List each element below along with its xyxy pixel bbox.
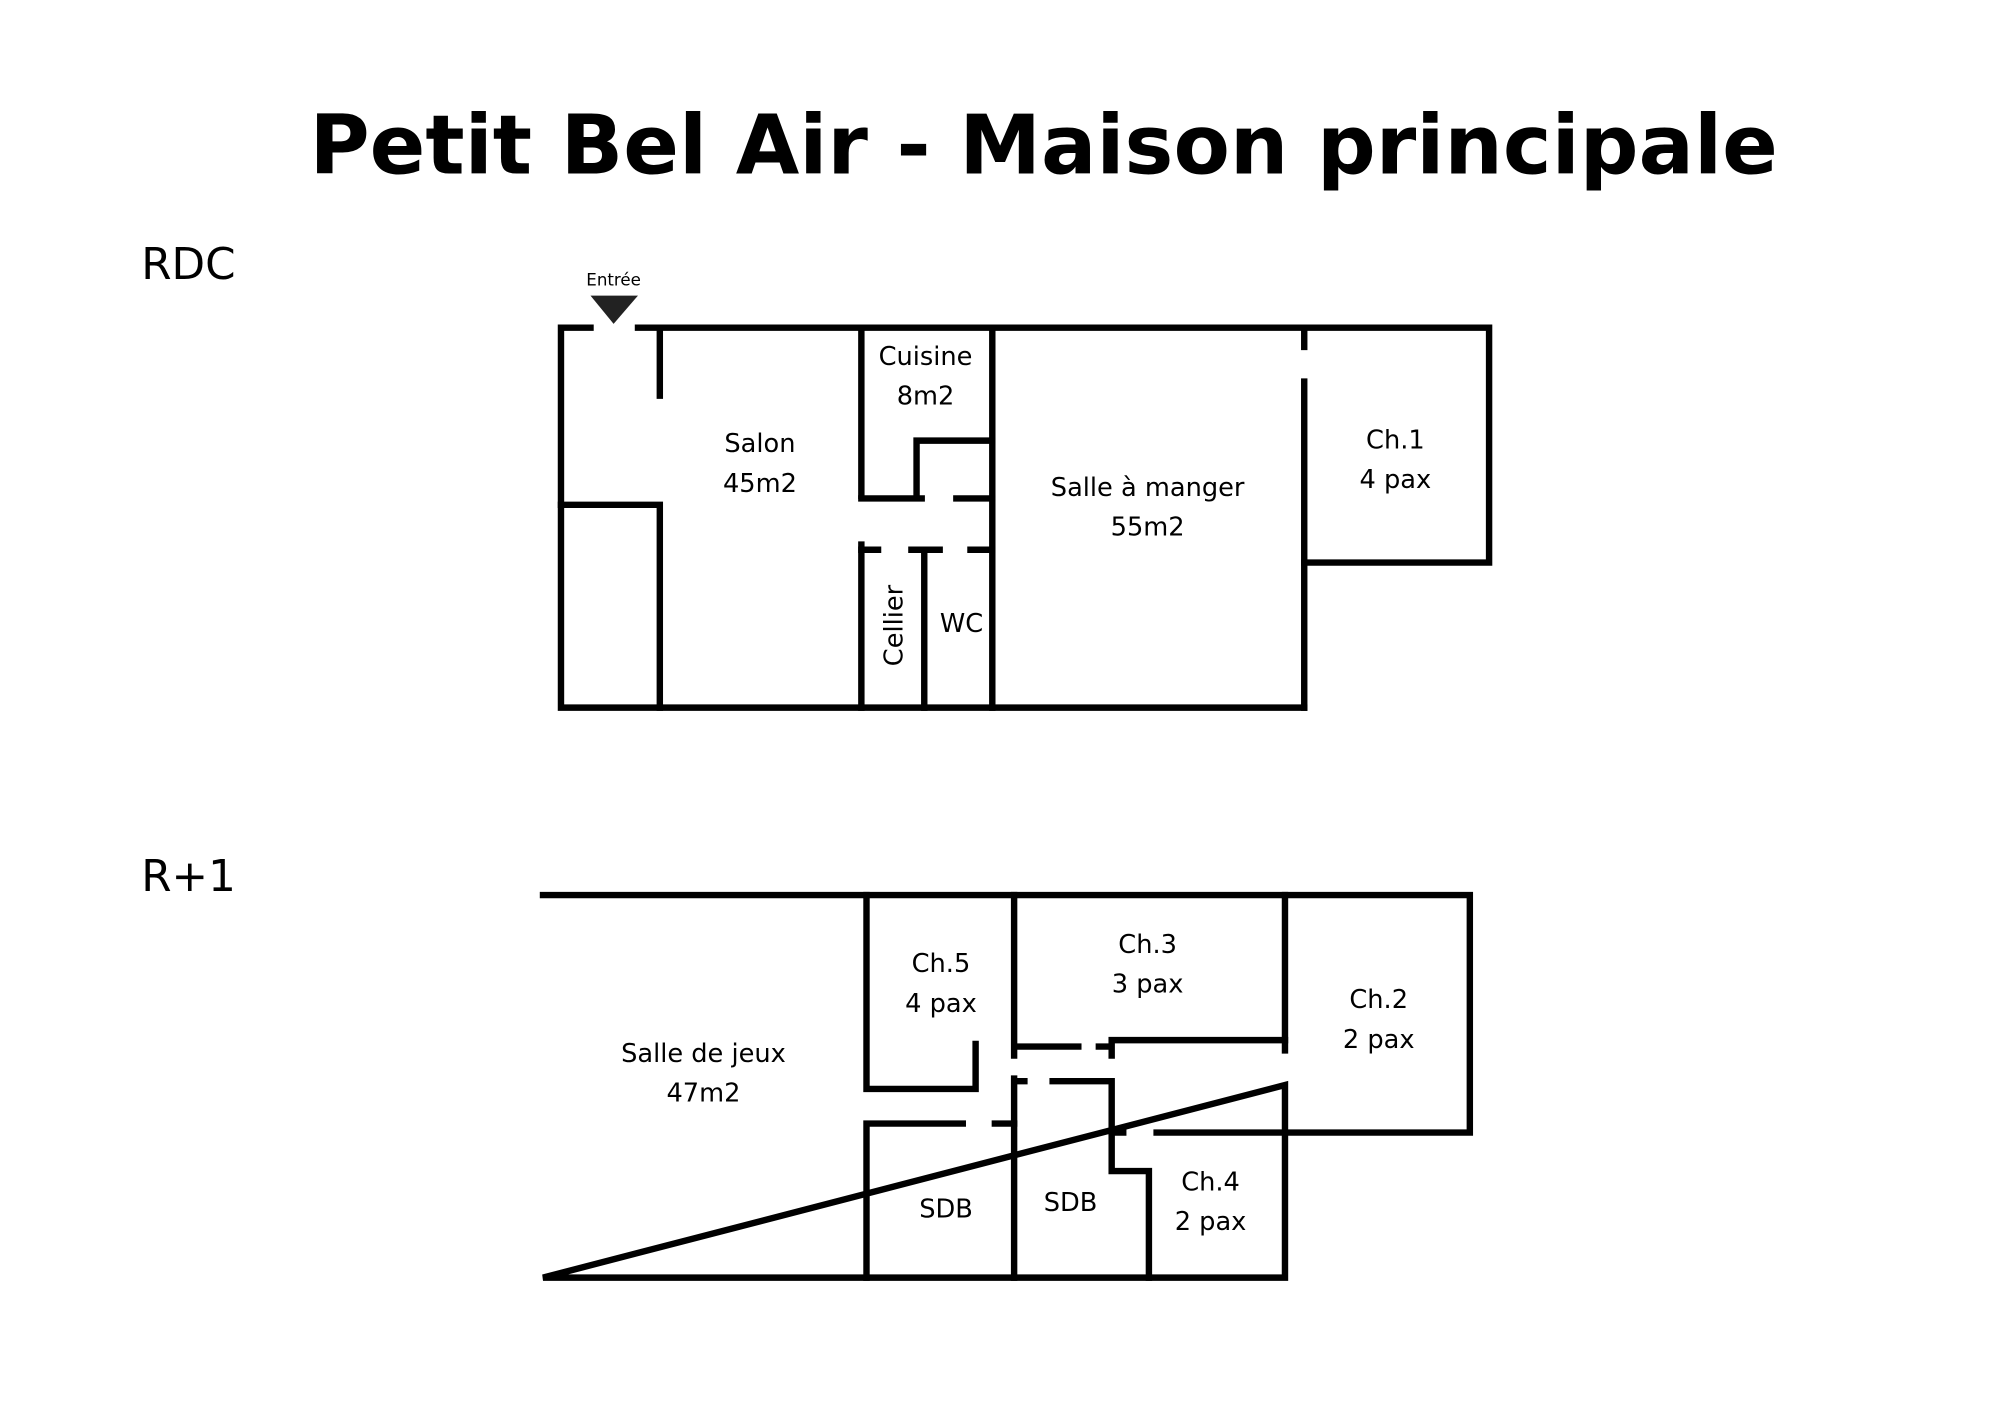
room-wc: WC xyxy=(940,609,983,639)
room-salle-a-manger: Salle à manger xyxy=(1051,473,1245,503)
room-ch3-capacity: 3 pax xyxy=(1112,970,1184,1000)
page-title: Petit Bel Air - Maison principale xyxy=(309,99,1777,194)
level-label-r1: R+1 xyxy=(141,851,236,902)
entrance-label: Entrée xyxy=(586,270,641,289)
room-sdb-1: SDB xyxy=(919,1194,973,1224)
level-label-rdc: RDC xyxy=(141,239,235,290)
room-ch4-capacity: 2 pax xyxy=(1175,1207,1247,1237)
room-salle-a-manger-area: 55m2 xyxy=(1111,513,1185,543)
room-cuisine-area: 8m2 xyxy=(897,382,955,412)
room-ch1-capacity: 4 pax xyxy=(1360,465,1432,495)
room-salon: Salon xyxy=(724,429,795,459)
room-ch5: Ch.5 xyxy=(912,949,971,979)
rdc-walls xyxy=(557,324,1493,711)
room-ch4: Ch.4 xyxy=(1181,1167,1240,1197)
room-ch1: Ch.1 xyxy=(1366,425,1425,455)
r1-walls xyxy=(539,891,1474,1281)
room-ch3: Ch.3 xyxy=(1118,930,1177,960)
room-salle-de-jeux-area: 47m2 xyxy=(666,1079,740,1109)
room-sdb-2: SDB xyxy=(1044,1188,1098,1218)
room-ch5-capacity: 4 pax xyxy=(905,989,977,1019)
room-cellier: Cellier xyxy=(879,584,909,666)
entrance-arrow-icon xyxy=(590,295,638,324)
room-ch2: Ch.2 xyxy=(1349,985,1408,1015)
room-ch2-capacity: 2 pax xyxy=(1343,1025,1415,1055)
room-cuisine: Cuisine xyxy=(879,342,973,372)
room-salon-area: 45m2 xyxy=(723,469,797,499)
room-salle-de-jeux: Salle de jeux xyxy=(621,1039,786,1069)
